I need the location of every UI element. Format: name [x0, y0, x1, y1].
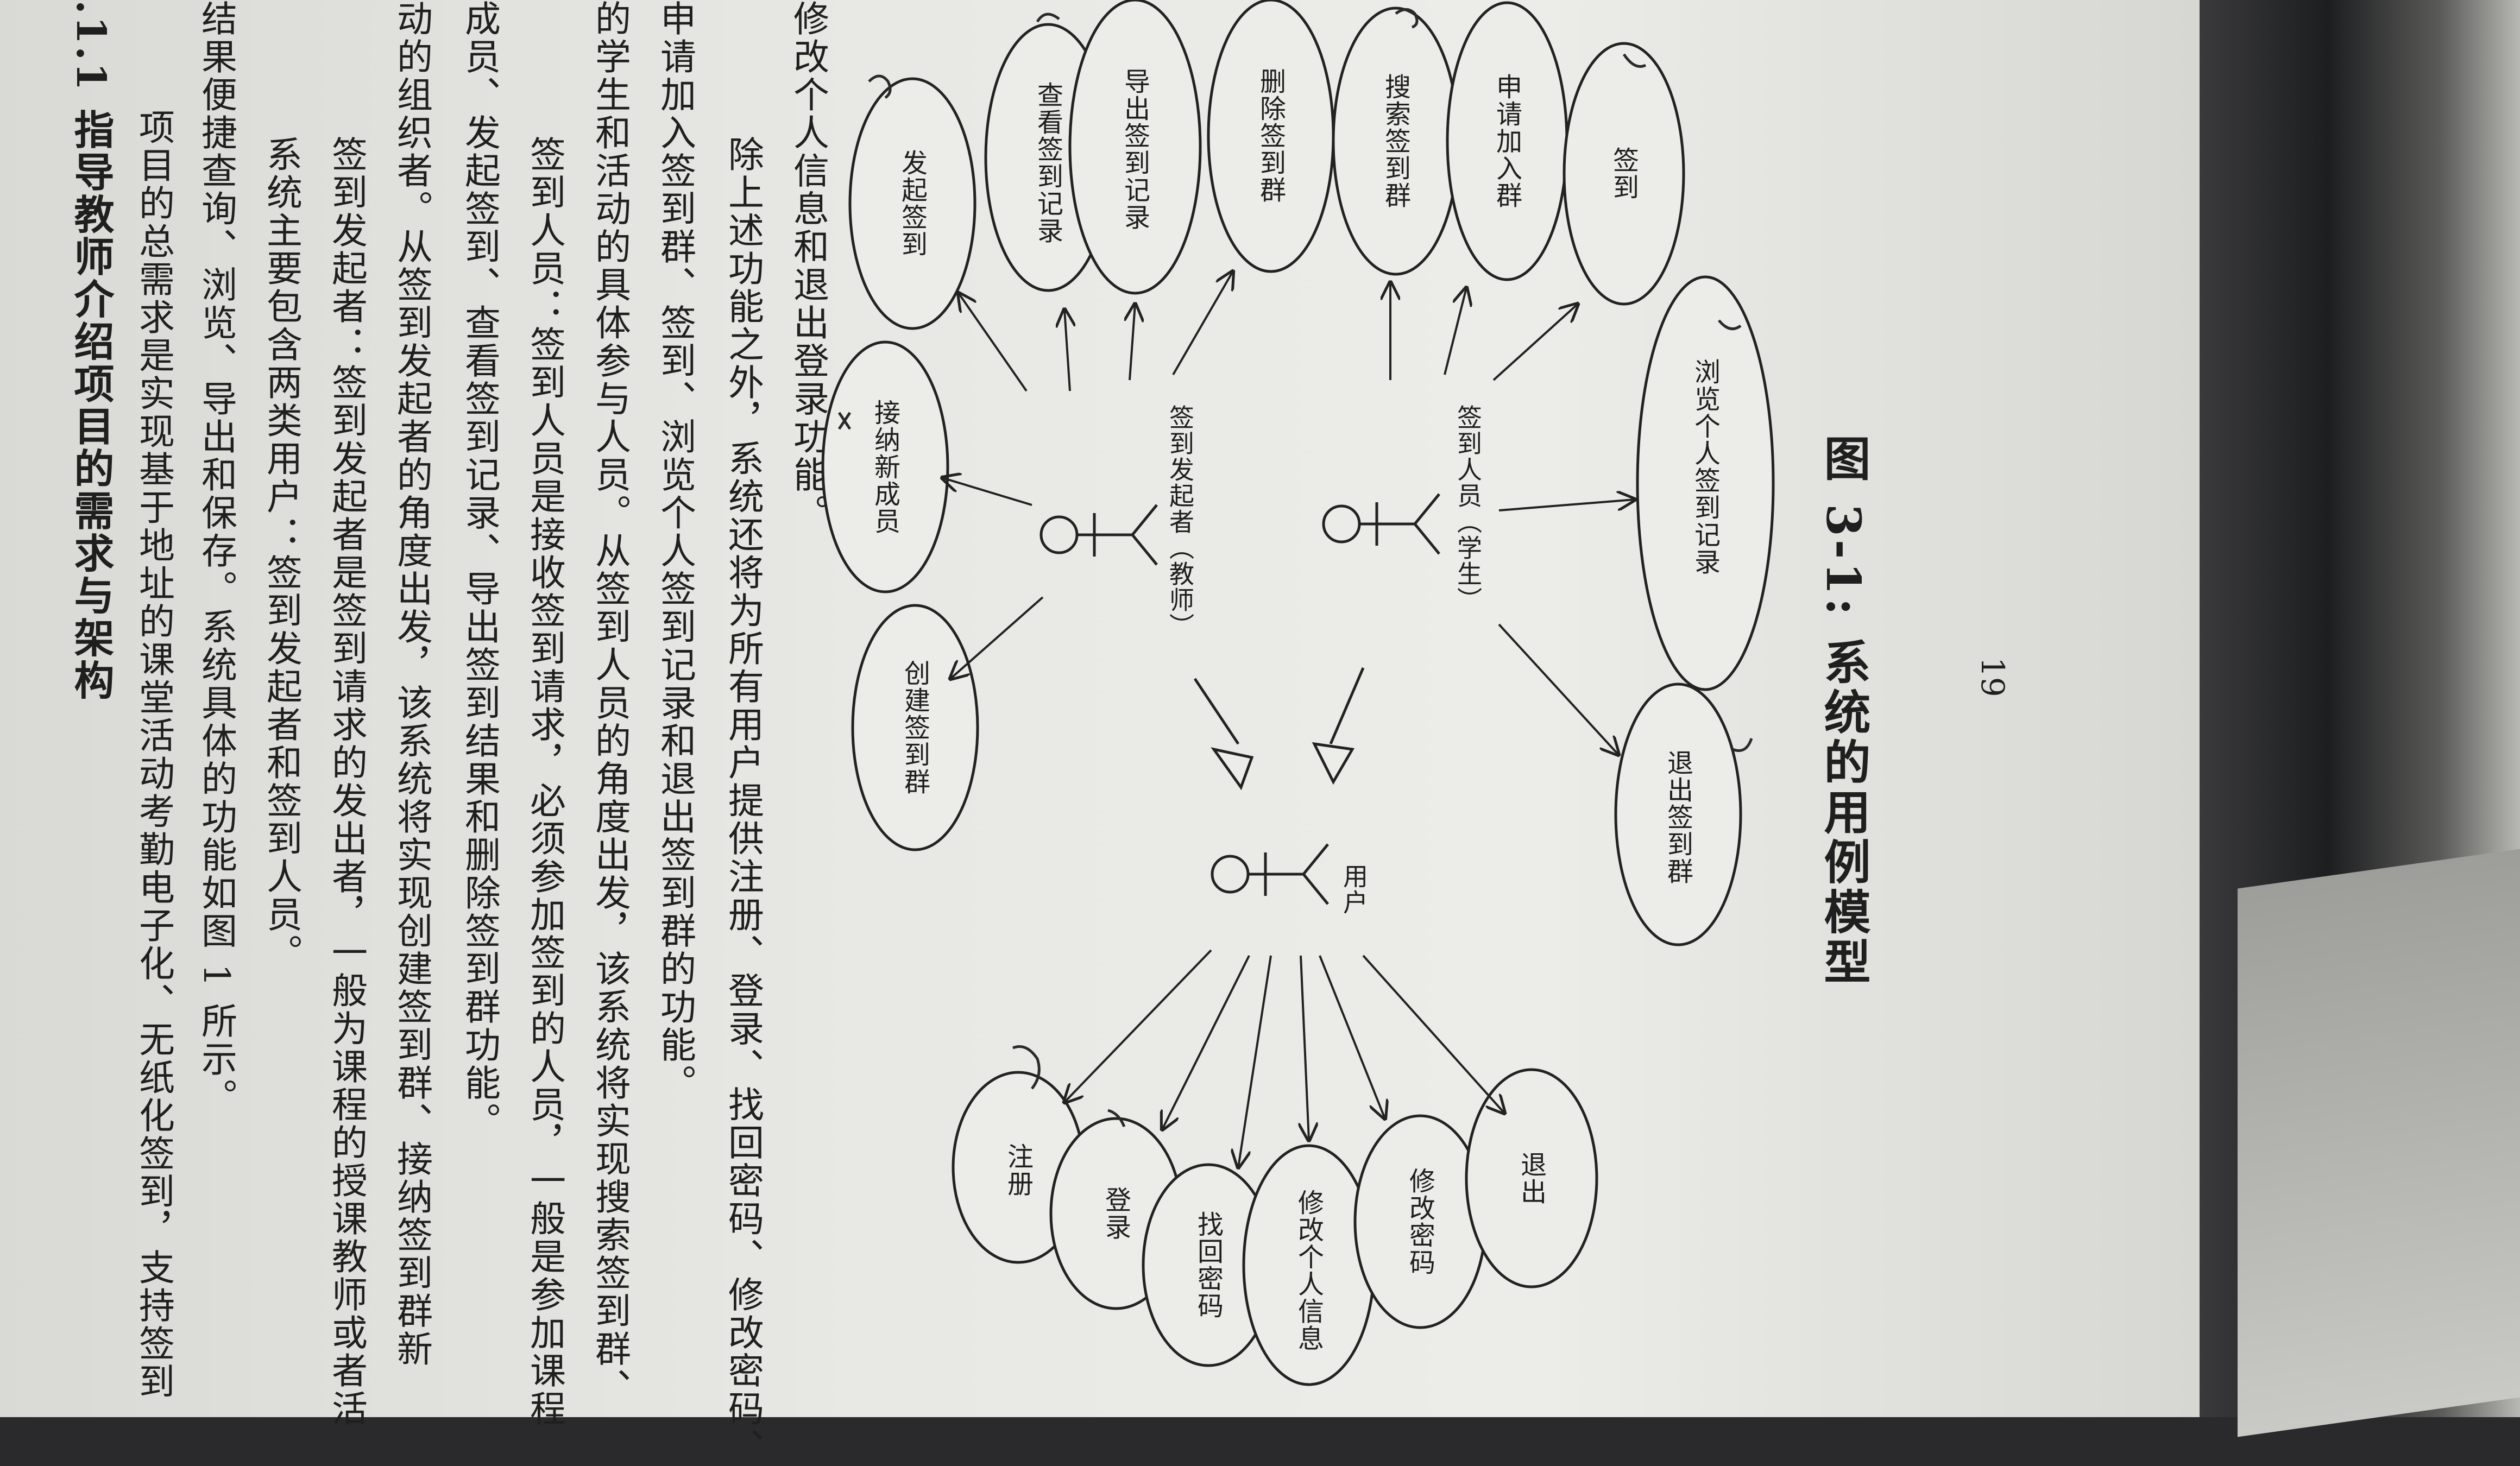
usecase-browse-records-ellipse: [1636, 275, 1775, 691]
usecase-login: 登录: [1100, 1186, 1131, 1241]
use-case-diagram: [821, 0, 1775, 1385]
usecase-checkin-ellipse: [1563, 42, 1685, 306]
paragraph-line-2: 结果便捷查询、浏览、导出和保存。系统具体的功能如图 1 所示。: [196, 0, 237, 1116]
usecase-logout: 退出: [1516, 1151, 1546, 1205]
usecase-start-checkin: 发起签到: [897, 149, 927, 258]
figure-caption: 图 3-1: 系统的用例模型: [1816, 434, 1870, 988]
usecase-apply-join: 申请加入群: [1491, 73, 1522, 209]
paragraph-line-4: 签到发起者：签到发起者是签到请求的发出者，一般为课程的授课教师或者活: [326, 136, 368, 1428]
usecase-find-password: 找回密码: [1193, 1211, 1223, 1319]
paragraph-line-3: 系统主要包含两类用户：签到发起者和签到人员。: [261, 136, 303, 972]
usecase-view-records: 查看签到记录: [1032, 81, 1063, 244]
paragraph-line-5: 动的组织者。从签到发起者的角度出发，该系统将实现创建签到群、接纳签到群新: [391, 0, 433, 1368]
usecase-browse-records: 浏览个人签到记录: [1690, 358, 1720, 576]
actor-attendee-label: 签到人员（学生）: [1453, 405, 1483, 613]
usecase-change-password: 修改密码: [1404, 1167, 1435, 1276]
usecase-accept-member-ellipse: [821, 340, 949, 593]
section-heading: .1.1 指导教师介绍项目的需求与架构: [67, 0, 114, 702]
paragraph-line-7: 签到人员：签到人员是接收签到请求，必须参加签到的人员，一般是参加课程: [524, 136, 566, 1428]
usecase-register: 注册: [1003, 1143, 1033, 1197]
paragraph-line-9: 申请加入签到群、签到、浏览个人签到记录和退出签到群的功能。: [654, 0, 696, 1102]
usecase-quit-group-ellipse: [1614, 683, 1742, 946]
paragraph-line-8: 的学生和活动的具体参与人员。从签到人员的角度出发，该系统将实现搜索签到群、: [589, 0, 631, 1406]
usecase-export-records-ellipse: [1068, 0, 1202, 295]
paragraph-line-11: 修改个人信息和退出登录功能。: [788, 0, 829, 532]
usecase-create-group: 创建签到群: [899, 660, 930, 795]
usecase-delete-group: 删除签到群: [1255, 68, 1286, 204]
usecase-export-records: 导出签到记录: [1119, 68, 1150, 231]
usecase-checkin: 签到: [1608, 147, 1639, 201]
actor-user-figure: [1211, 843, 1329, 905]
usecase-quit-group: 退出签到群: [1662, 749, 1693, 885]
usecase-search-group: 搜索签到群: [1380, 73, 1410, 209]
usecase-start-checkin-ellipse: [848, 77, 976, 330]
actor-attendee-figure: [1322, 493, 1440, 555]
paragraph-line-1: 项目的总需求是实现基于地址的课堂活动考勤电子化、无纸化签到，支持签到: [133, 109, 175, 1401]
usecase-edit-profile: 修改个人信息: [1293, 1189, 1324, 1352]
actor-user-label: 用户: [1339, 863, 1369, 915]
paragraph-line-10: 除上述功能之外，系统还将为所有用户提供注册、登录、找回密码、修改密码、: [722, 136, 764, 1466]
page-number: 19: [1974, 657, 2011, 697]
usecase-logout-ellipse: [1465, 1068, 1598, 1288]
actor-initiator-label: 签到发起者（教师）: [1166, 405, 1195, 639]
paragraph-line-6: 成员、发起签到、查看签到记录、导出签到结果和删除签到群功能。: [459, 0, 501, 1140]
usecase-accept-member: 接纳新成员: [870, 399, 900, 535]
actor-initiator-figure: [1040, 504, 1158, 566]
usecase-create-group-ellipse: [851, 604, 979, 851]
